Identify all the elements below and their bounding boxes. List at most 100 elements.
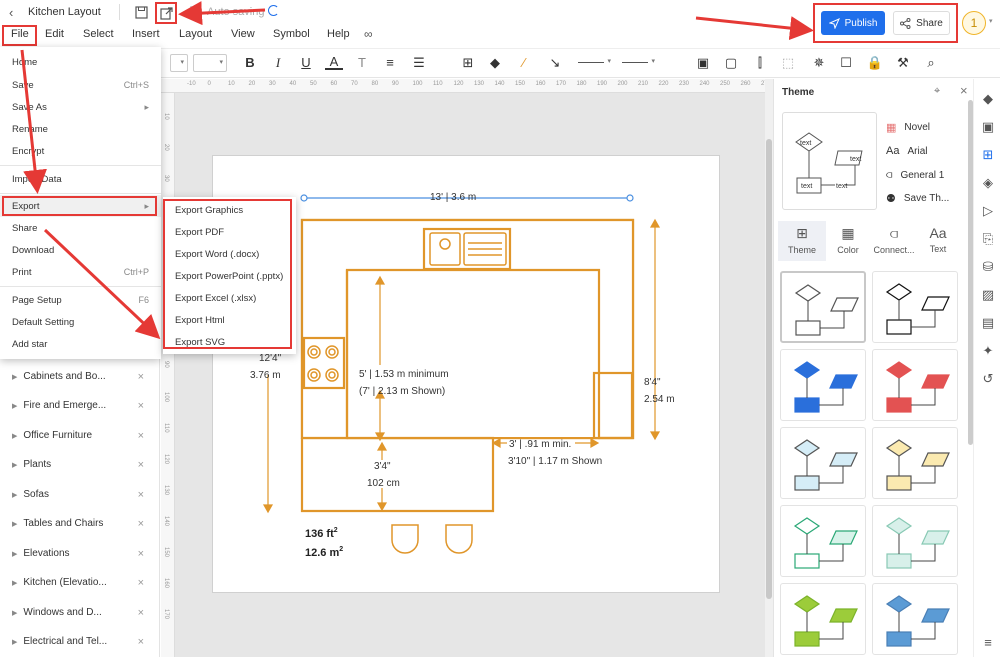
theme-thumbnail[interactable] bbox=[872, 505, 958, 577]
file-menu-import-data[interactable]: Import Data bbox=[0, 168, 161, 190]
library-item[interactable]: ▶Cabinets and Bo...× bbox=[0, 362, 160, 391]
layers-icon[interactable]: ◈ bbox=[983, 175, 993, 190]
database-icon[interactable]: ⛁ bbox=[982, 259, 994, 274]
theme-thumbnail[interactable] bbox=[872, 349, 958, 421]
menu-select[interactable]: Select bbox=[83, 28, 114, 40]
menu-file[interactable]: File bbox=[11, 28, 29, 40]
align-icon[interactable]: ≡ bbox=[386, 55, 394, 70]
close-icon[interactable]: × bbox=[137, 458, 144, 471]
library-item[interactable]: ▶Tables and Chairs× bbox=[0, 509, 160, 538]
menu-icon[interactable]: ≡ bbox=[984, 635, 992, 650]
close-icon[interactable]: × bbox=[137, 606, 144, 619]
stove[interactable] bbox=[302, 336, 346, 390]
file-menu-save-as[interactable]: Save As▸ bbox=[0, 96, 161, 118]
library-item[interactable]: ▶Elevations× bbox=[0, 539, 160, 568]
export-pdf[interactable]: Export PDF bbox=[175, 226, 225, 238]
menu-help[interactable]: Help bbox=[327, 28, 350, 40]
data-icon[interactable]: ▤ bbox=[981, 315, 995, 330]
menu-insert[interactable]: Insert bbox=[132, 28, 160, 40]
fill-icon[interactable]: ◆ bbox=[490, 55, 500, 70]
theme-thumbnail[interactable] bbox=[780, 427, 866, 499]
lock-icon[interactable]: 🔒 bbox=[866, 55, 884, 70]
canvas-scrollbar[interactable] bbox=[765, 79, 773, 657]
theme-panel-scrollbar[interactable] bbox=[968, 100, 973, 445]
close-icon[interactable]: × bbox=[137, 576, 144, 589]
close-icon[interactable]: × bbox=[137, 635, 144, 648]
file-menu-rename[interactable]: Rename bbox=[0, 118, 161, 140]
bring-front-icon[interactable]: ▣ bbox=[696, 55, 710, 70]
file-menu-download[interactable]: Download bbox=[0, 239, 161, 261]
file-menu-home[interactable]: Home bbox=[0, 51, 161, 73]
menu-edit[interactable]: Edit bbox=[45, 28, 64, 40]
list-icon[interactable]: ☰ bbox=[413, 55, 425, 70]
connector-icon[interactable]: ↘ bbox=[549, 55, 561, 70]
attachment-icon[interactable]: ⎘ bbox=[982, 231, 994, 246]
close-icon[interactable]: × bbox=[137, 488, 144, 501]
arrow-style-dropdown[interactable]: ▾ bbox=[619, 54, 657, 72]
export-graphics[interactable]: Export Graphics bbox=[175, 204, 244, 216]
theme-thumbnail[interactable] bbox=[780, 349, 866, 421]
menu-view[interactable]: View bbox=[231, 28, 255, 40]
font-size-dropdown[interactable]: ▾ bbox=[193, 54, 227, 72]
publish-button[interactable]: Publish bbox=[821, 11, 885, 35]
italic-icon[interactable]: I bbox=[275, 55, 281, 70]
format-painter-icon[interactable] bbox=[186, 3, 204, 21]
close-icon[interactable]: × bbox=[960, 83, 968, 98]
library-item[interactable]: ▶Electrical and Tel...× bbox=[0, 627, 160, 656]
avatar[interactable]: 1 bbox=[962, 11, 986, 35]
bold-icon[interactable]: B bbox=[245, 55, 255, 70]
close-icon[interactable]: × bbox=[137, 517, 144, 530]
library-item[interactable]: ▶Sofas× bbox=[0, 480, 160, 509]
theme-thumbnail[interactable] bbox=[872, 583, 958, 655]
file-menu-default-setting[interactable]: Default Setting bbox=[0, 311, 161, 333]
sink[interactable] bbox=[422, 227, 512, 271]
theme-option-general[interactable]: ⫏General 1 bbox=[886, 169, 944, 182]
share-button[interactable]: Share bbox=[893, 11, 950, 35]
strikethrough-icon[interactable]: T bbox=[358, 55, 366, 70]
history-icon[interactable]: ↺ bbox=[982, 371, 994, 386]
theme-option-novel[interactable]: ▦Novel bbox=[886, 121, 930, 134]
tab-connector[interactable]: ⫏Connect... bbox=[870, 225, 918, 255]
chevron-left-icon[interactable]: ‹ bbox=[9, 5, 14, 20]
theme-thumbnail[interactable] bbox=[780, 271, 866, 343]
library-item[interactable]: ▶Plants× bbox=[0, 450, 160, 479]
distribute-icon[interactable]: ✵ bbox=[813, 55, 825, 70]
avatar-chevron-down-icon[interactable]: ▾ bbox=[989, 18, 993, 25]
theme-option-save[interactable]: ⚉Save Th... bbox=[886, 192, 949, 205]
presentation-icon[interactable]: ▷ bbox=[983, 203, 993, 218]
group-icon[interactable]: ⬚ bbox=[781, 55, 795, 70]
close-icon[interactable]: × bbox=[137, 547, 144, 560]
close-icon[interactable]: × bbox=[137, 399, 144, 412]
menu-layout[interactable]: Layout bbox=[179, 28, 213, 40]
save-icon[interactable] bbox=[132, 3, 150, 21]
stool[interactable] bbox=[391, 524, 419, 554]
close-icon[interactable]: × bbox=[137, 370, 144, 383]
export-word[interactable]: Export Word (.docx) bbox=[175, 248, 260, 260]
export-html[interactable]: Export Html bbox=[175, 314, 225, 326]
bottom-counter[interactable] bbox=[300, 270, 495, 513]
export-svg[interactable]: Export SVG bbox=[175, 336, 226, 348]
underline-icon[interactable]: U bbox=[301, 55, 311, 70]
library-item[interactable]: ▶Windows and D...× bbox=[0, 598, 160, 627]
tools-icon[interactable]: ⚒ bbox=[897, 55, 909, 70]
mindmap-icon[interactable]: ✦ bbox=[982, 343, 994, 358]
link-icon[interactable]: ∞ bbox=[364, 27, 373, 41]
library-item[interactable]: ▶Kitchen (Elevatio...× bbox=[0, 568, 160, 597]
refrigerator[interactable] bbox=[592, 371, 634, 440]
export-icon[interactable] bbox=[155, 2, 177, 24]
file-menu-share[interactable]: Share bbox=[0, 217, 161, 239]
fill-icon[interactable]: ◆ bbox=[983, 91, 993, 106]
tab-theme[interactable]: ⊞Theme bbox=[778, 221, 826, 261]
image-icon[interactable]: ▨ bbox=[981, 287, 995, 302]
theme-preview[interactable]: text text text text bbox=[782, 112, 877, 210]
file-menu-export[interactable]: Export▸ bbox=[0, 195, 161, 217]
style-icon[interactable]: ▣ bbox=[981, 119, 995, 134]
line-color-icon[interactable]: ∕ bbox=[522, 55, 526, 70]
library-item[interactable]: ▶Office Furniture× bbox=[0, 421, 160, 450]
close-icon[interactable]: × bbox=[137, 429, 144, 442]
theme-grid-icon[interactable]: ⊞ bbox=[982, 147, 994, 162]
